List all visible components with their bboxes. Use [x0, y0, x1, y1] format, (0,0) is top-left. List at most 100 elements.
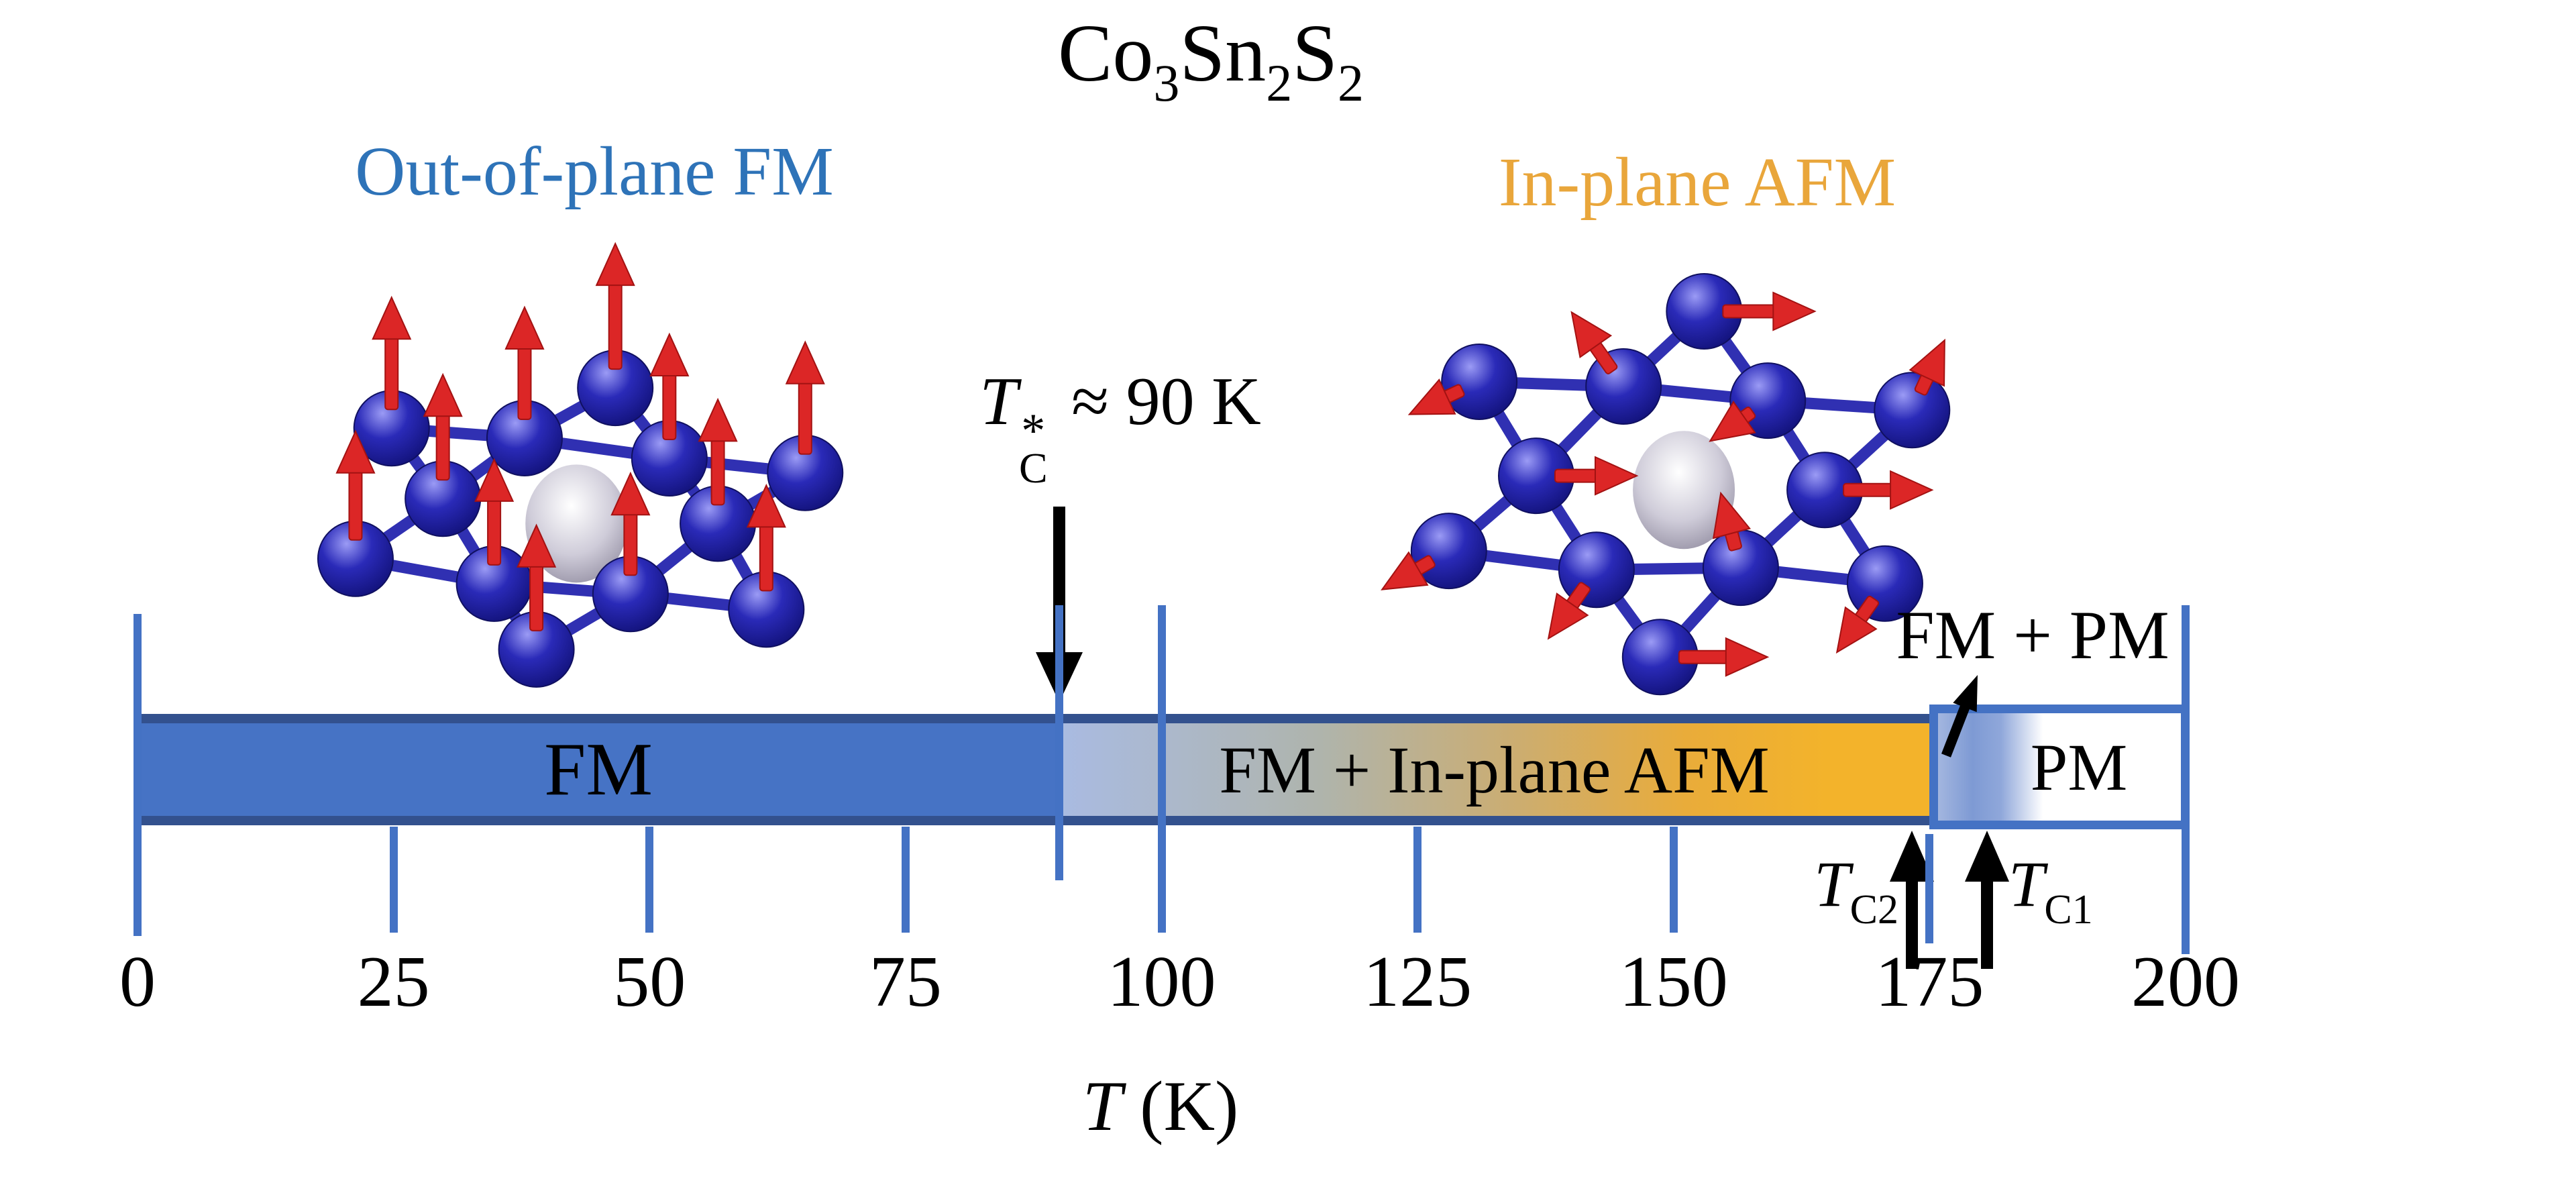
tc2-label: TC2	[1731, 847, 1898, 931]
spin-arrow-head	[504, 305, 545, 350]
axis-unit-label: T (K)	[1026, 1065, 1295, 1147]
spin-arrow-head	[1595, 456, 1639, 496]
spin-arrow-shaft	[608, 278, 623, 370]
spin-arrow	[1909, 338, 1945, 396]
spin-arrow-shaft	[759, 519, 773, 592]
spin-arrow	[1843, 470, 1934, 510]
tc2-symbol: T	[1814, 848, 1850, 920]
spin-arrow	[595, 242, 635, 370]
spin-arrow	[1407, 378, 1465, 415]
spin-arrow-head	[1709, 401, 1756, 442]
tc1-label: TC1	[2008, 847, 2176, 931]
formula-element: S	[1292, 8, 1338, 99]
axis-tick-0k	[133, 614, 142, 936]
phase-bar: FM FM + In-plane AFM	[138, 714, 1929, 825]
spin-arrow	[1381, 551, 1436, 590]
spin-arrow	[1712, 491, 1752, 552]
spin-arrow-head	[698, 397, 738, 442]
spin-arrow-head	[1909, 338, 1945, 387]
tc1-arrow-shaft	[1981, 875, 1993, 969]
spin-arrow	[1835, 595, 1880, 654]
spin-arrow-shaft	[710, 433, 725, 506]
spin-arrow-shaft	[623, 507, 638, 576]
spin-arrow-head	[610, 471, 651, 516]
tc1-arrow-head	[1965, 831, 2009, 882]
axis-tick-200k	[2182, 605, 2190, 954]
phase-region-fm: FM	[138, 723, 1059, 816]
spin-arrow-head	[1381, 551, 1429, 590]
axis-tick-150k	[1669, 827, 1678, 933]
axis-tick-125k	[1413, 827, 1422, 933]
spin-arrow-head	[1407, 378, 1456, 415]
spin-arrow	[517, 523, 557, 631]
spin-arrow-shaft	[384, 331, 399, 411]
tc-star-symbol: T	[979, 364, 1018, 439]
tc-star-annotation: T*C ≈ 90 K	[892, 362, 1348, 490]
spin-arrow-shaft	[798, 376, 812, 455]
spin-arrow	[335, 429, 376, 541]
spin-arrow-shaft	[517, 341, 532, 420]
fm-pm-annotation: FM + PM	[1896, 597, 2169, 674]
spin-arrow-head	[1570, 311, 1613, 358]
spin-arrow-head	[1835, 606, 1878, 654]
spin-arrow	[1722, 291, 1817, 331]
axis-tick-50k	[645, 827, 654, 933]
axis-tick-label-75: 75	[869, 942, 942, 1022]
spin-arrow	[474, 458, 515, 566]
tc1-up-arrow	[1965, 831, 2009, 969]
spin-arrow-head	[1772, 291, 1817, 331]
kagome-structure-out-of-plane-fm	[317, 242, 844, 688]
spin-arrow-shaft	[1722, 304, 1781, 319]
phase-region-fm-inplane-afm: FM + In-plane AFM	[1059, 723, 1929, 816]
axis-tick-label-25: 25	[357, 942, 430, 1022]
spin-arrow-shaft	[435, 409, 450, 481]
spin-arrow	[698, 397, 738, 506]
tc1-subscript: C1	[2044, 887, 2093, 933]
axis-tick-175k	[1925, 834, 1934, 943]
tc-star-value: ≈ 90 K	[1054, 364, 1261, 439]
spin-arrow-head	[746, 483, 786, 528]
spin-arrow-head	[517, 523, 557, 568]
formula-subscript: 2	[1266, 54, 1293, 112]
spin-arrow-head	[423, 372, 463, 417]
axis-tick-label-0: 0	[119, 942, 156, 1022]
axis-tick-75k	[901, 827, 910, 933]
tc-star-supsub: *C	[1019, 407, 1048, 490]
co-atom	[1441, 343, 1518, 420]
axis-tick-100k	[1157, 605, 1166, 933]
central-atom	[525, 464, 628, 583]
spin-arrow	[1570, 311, 1618, 374]
spin-arrow-head	[335, 429, 376, 474]
formula-element: Co	[1057, 8, 1154, 99]
phase-region-pm-label: PM	[2030, 729, 2128, 804]
spin-arrow-head	[595, 242, 635, 287]
fm-pm-arrow-shaft	[1941, 705, 1970, 758]
spin-arrow-shaft	[348, 465, 363, 541]
spin-arrow-head	[1547, 592, 1589, 640]
spin-arrow-head	[649, 332, 690, 377]
in-plane-afm-label: In-plane AFM	[1498, 144, 1896, 221]
spin-arrow	[746, 483, 786, 592]
spin-arrow	[1709, 401, 1756, 442]
spin-arrow	[610, 471, 651, 576]
spin-arrow-shaft	[662, 368, 677, 441]
axis-unit-text: (K)	[1122, 1067, 1239, 1145]
axis-tick-label-100: 100	[1107, 942, 1216, 1022]
spin-arrow-head	[1890, 470, 1934, 510]
spin-arrow-head	[1712, 491, 1752, 539]
spin-arrow-shaft	[529, 559, 544, 631]
spin-arrow	[1547, 582, 1591, 640]
spin-arrow	[423, 372, 463, 481]
spin-arrow	[504, 305, 545, 420]
kagome-structure-in-plane-afm	[1381, 273, 1951, 696]
axis-tick-label-150: 150	[1619, 942, 1728, 1022]
axis-tick-label-175: 175	[1875, 942, 1984, 1022]
spin-arrow-shaft	[1843, 482, 1898, 497]
formula-element: Sn	[1179, 8, 1267, 99]
formula-subscript: 2	[1338, 54, 1364, 112]
spin-arrow-head	[785, 340, 825, 384]
spin-arrow	[372, 295, 412, 411]
co-atom	[1874, 372, 1951, 449]
spin-arrow-shaft	[487, 493, 502, 566]
